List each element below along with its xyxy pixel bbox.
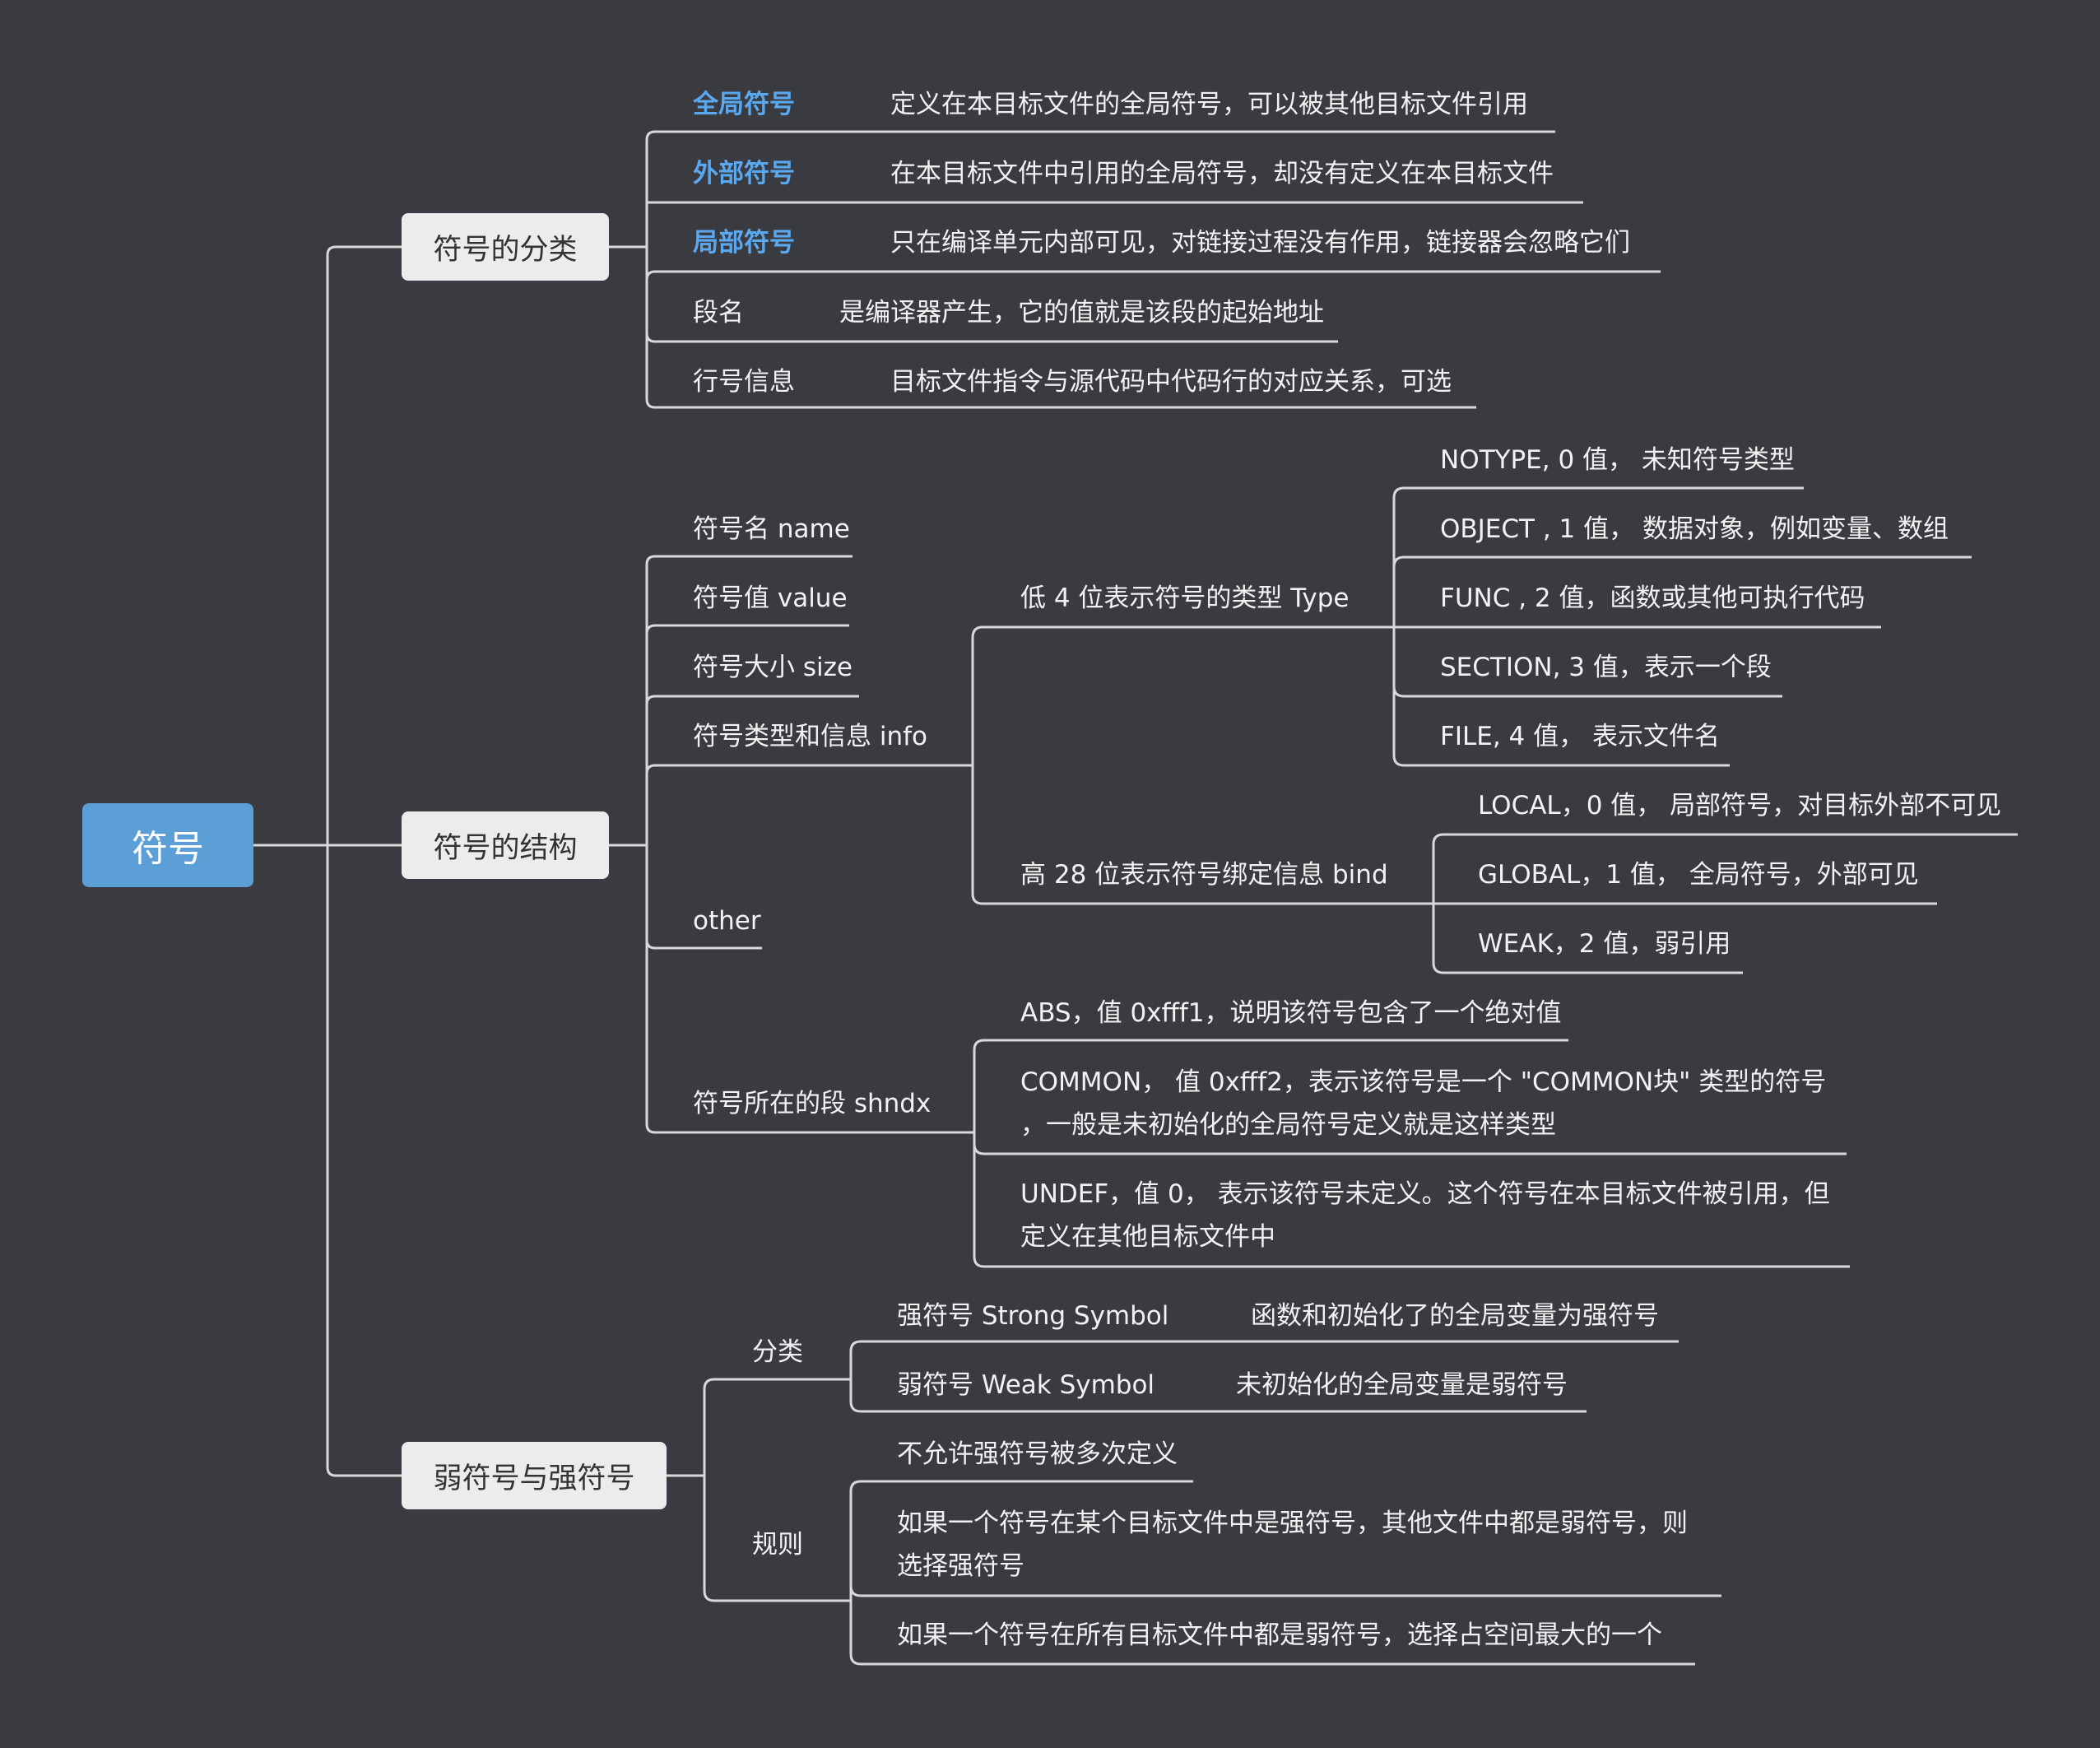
connector-object — [1392, 556, 1972, 627]
field-info[interactable]: 符号类型和信息 info — [693, 722, 927, 751]
connector-type — [971, 625, 1394, 765]
connector-rule1 — [849, 1480, 1193, 1601]
term-line-info[interactable]: 行号信息 — [693, 367, 795, 397]
field-name[interactable]: 符号名 name — [693, 514, 850, 544]
term-local-symbol[interactable]: 局部符号 — [693, 228, 795, 258]
connector-rule3 — [849, 1601, 1695, 1666]
connector-line-info — [645, 247, 1476, 409]
desc-global-symbol[interactable]: 定义在本目标文件的全局符号，可以被其他目标文件引用 — [890, 90, 1528, 119]
bind-weak[interactable]: WEAK，2 值，弱引用 — [1478, 929, 1731, 959]
term-global-symbol[interactable]: 全局符号 — [693, 90, 795, 119]
field-value[interactable]: 符号值 value — [693, 583, 848, 613]
connector-category — [703, 1378, 851, 1476]
shndx-common-line1[interactable]: COMMON， 值 0xfff2，表示该符号是一个 "COMMON块" 类型的符… — [1020, 1067, 1827, 1097]
desc-local-symbol[interactable]: 只在编译单元内部可见，对链接过程没有作用，链接器会忽略它们 — [890, 228, 1630, 258]
branch-weak-strong[interactable]: 弱符号与强符号 — [402, 1442, 667, 1509]
rule-2-line1[interactable]: 如果一个符号在某个目标文件中是强符号，其他文件中都是弱符号，则 — [897, 1509, 1688, 1538]
root-node[interactable]: 符号 — [82, 803, 253, 887]
term-section-name[interactable]: 段名 — [693, 298, 744, 328]
connector-file — [1392, 627, 1730, 767]
connector-abs — [973, 1039, 1568, 1132]
strong-symbol-desc[interactable]: 函数和初始化了的全局变量为强符号 — [1251, 1301, 1659, 1331]
connector-shndx — [645, 845, 974, 1134]
connector-root-weakstrong — [253, 844, 402, 1477]
connector-bind — [971, 765, 1433, 905]
desc-external-symbol[interactable]: 在本目标文件中引用的全局符号，却没有定义在本目标文件 — [890, 159, 1554, 188]
type-object[interactable]: OBJECT , 1 值， 数据对象，例如变量、数组 — [1440, 514, 1949, 544]
bind-local[interactable]: LOCAL，0 值， 局部符号，对目标外部不可见 — [1478, 791, 2002, 821]
type-func[interactable]: FUNC , 2 值，函数或其他可执行代码 — [1440, 583, 1865, 613]
desc-section-name[interactable]: 是编译器产生，它的值就是该段的起始地址 — [839, 298, 1324, 328]
rule-1[interactable]: 不允许强符号被多次定义 — [897, 1439, 1178, 1469]
branch-structure[interactable]: 符号的结构 — [402, 811, 609, 879]
connector-notype — [1392, 486, 1804, 627]
info-bind[interactable]: 高 28 位表示符号绑定信息 bind — [1020, 860, 1388, 890]
field-other[interactable]: other — [693, 906, 761, 936]
shndx-abs[interactable]: ABS，值 0xfff1，说明该符号包含了一个绝对值 — [1020, 998, 1562, 1028]
connector-rule2 — [849, 1585, 1721, 1601]
field-size[interactable]: 符号大小 size — [693, 653, 853, 682]
shndx-undef-line1[interactable]: UNDEF，值 0， 表示该符号未定义。这个符号在本目标文件被引用，但 — [1020, 1179, 1830, 1209]
connector-global — [645, 130, 1555, 247]
type-section[interactable]: SECTION, 3 值，表示一个段 — [1440, 653, 1772, 682]
connector-rules — [703, 1476, 851, 1602]
connector-name — [645, 555, 853, 845]
rule-3[interactable]: 如果一个符号在所有目标文件中都是弱符号，选择占空间最大的一个 — [897, 1620, 1662, 1650]
connector-undef — [973, 1132, 1850, 1268]
connector-strong — [849, 1340, 1679, 1379]
weak-symbol-desc[interactable]: 未初始化的全局变量是弱符号 — [1236, 1370, 1568, 1400]
connector-root-classification — [253, 245, 402, 847]
field-shndx[interactable]: 符号所在的段 shndx — [693, 1089, 932, 1118]
info-type[interactable]: 低 4 位表示符号的类型 Type — [1020, 583, 1350, 613]
connector-size — [645, 695, 859, 845]
connector-value — [645, 624, 849, 845]
bind-global[interactable]: GLOBAL，1 值， 全局符号，外部可见 — [1478, 860, 1919, 890]
connector-localbind — [1432, 833, 2018, 904]
weak-symbol-term[interactable]: 弱符号 Weak Symbol — [897, 1370, 1155, 1400]
rule-2-line2[interactable]: 选择强符号 — [897, 1551, 1024, 1581]
type-file[interactable]: FILE, 4 值， 表示文件名 — [1440, 722, 1720, 751]
connector-info — [645, 764, 973, 845]
branch-classification[interactable]: 符号的分类 — [402, 213, 609, 281]
shndx-common-line2[interactable]: ，一般是未初始化的全局符号定义就是这样类型 — [1020, 1110, 1556, 1140]
rules-label[interactable]: 规则 — [752, 1530, 803, 1560]
shndx-undef-line2[interactable]: 定义在其他目标文件中 — [1020, 1222, 1275, 1252]
strong-symbol-term[interactable]: 强符号 Strong Symbol — [897, 1301, 1169, 1331]
desc-line-info[interactable]: 目标文件指令与源代码中代码行的对应关系，可选 — [890, 367, 1452, 397]
connector-weakbind — [1432, 904, 1743, 974]
type-notype[interactable]: NOTYPE, 0 值， 未知符号类型 — [1440, 445, 1795, 475]
term-external-symbol[interactable]: 外部符号 — [693, 159, 795, 188]
category-label[interactable]: 分类 — [752, 1337, 803, 1367]
connector-weak — [849, 1379, 1587, 1413]
